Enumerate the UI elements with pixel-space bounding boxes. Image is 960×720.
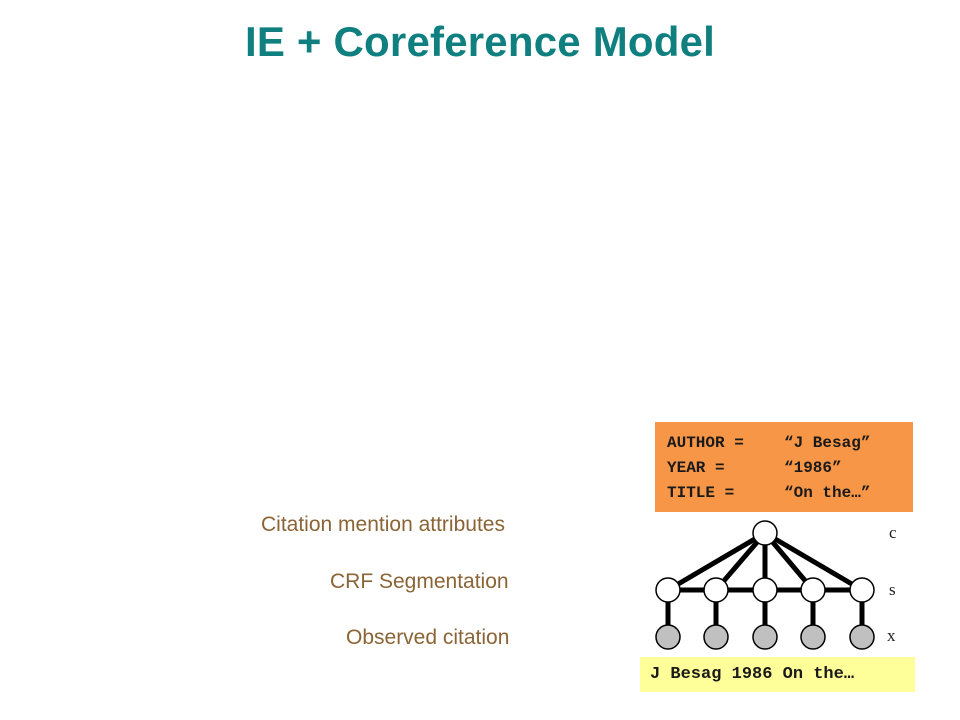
node-c xyxy=(752,520,778,546)
attribute-value: “On the…” xyxy=(784,484,871,502)
observed-citation-box: J Besag 1986 On the… xyxy=(640,657,915,692)
node-x1 xyxy=(655,624,681,650)
attribute-value: “1986” xyxy=(784,459,842,477)
variable-label-x: x xyxy=(887,626,896,645)
variable-label-c: c xyxy=(889,523,897,542)
attribute-key: TITLE = xyxy=(667,484,735,502)
node-x3 xyxy=(752,624,778,650)
attribute-row-title: TITLE = “On the…” xyxy=(667,481,913,506)
attribute-row-author: AUTHOR = “J Besag” xyxy=(667,431,913,456)
attribute-row-year: YEAR = “1986” xyxy=(667,456,913,481)
variable-label-s: s xyxy=(889,580,896,599)
attribute-box: AUTHOR = “J Besag” YEAR = “1986” TITLE = “O… xyxy=(655,422,913,512)
crf-segmentation-label: CRF Segmentation xyxy=(330,570,509,593)
slide-title: IE + Coreference Model xyxy=(244,18,716,65)
node-x4 xyxy=(800,624,826,650)
edge-c-s1 xyxy=(666,530,767,593)
node-s4 xyxy=(800,577,826,603)
attribute-key: AUTHOR = xyxy=(667,434,744,452)
attribute-value: “J Besag” xyxy=(784,434,871,452)
observed-citation-label: Observed citation xyxy=(346,626,510,649)
node-s5 xyxy=(849,577,875,603)
node-s1 xyxy=(655,577,681,603)
attribute-key: YEAR = xyxy=(667,459,725,477)
edge-c-s5 xyxy=(763,530,864,593)
citation-attributes-label: Citation mention attributes xyxy=(261,513,505,536)
node-s3 xyxy=(752,577,778,603)
node-x2 xyxy=(703,624,729,650)
node-x5 xyxy=(849,624,875,650)
node-s2 xyxy=(703,577,729,603)
